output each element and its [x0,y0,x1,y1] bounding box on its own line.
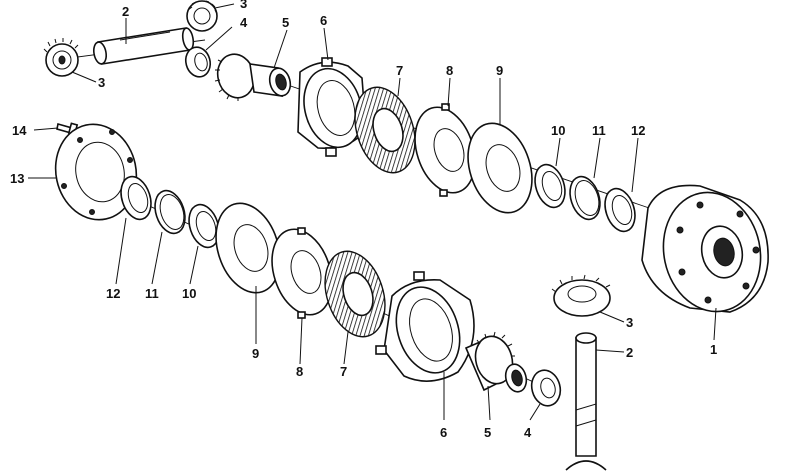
leader-lines [28,3,717,421]
callout-5-bottom: 5 [484,425,491,440]
callout-12-bottom: 12 [106,286,120,301]
ring-11-top [569,175,601,221]
callout-10-bottom: 10 [182,286,196,301]
callout-3-bottom: 3 [626,315,633,330]
ring-10-top [534,163,566,209]
callout-11-top: 11 [592,123,606,138]
callout-8-top: 8 [446,63,453,78]
pinion-shaft-bottom [565,332,607,471]
friction-disc-top [354,86,416,174]
callout-1: 1 [710,342,717,357]
side-gear-top [214,53,292,101]
pressure-ring-bottom [375,271,475,382]
bevel-gear-bottom [551,274,611,317]
ring-12-top [604,187,636,233]
callout-11-bottom: 11 [145,286,159,301]
ring-11-bottom [154,189,186,235]
ring-10-bottom [188,203,220,249]
housing-cover [54,123,138,221]
callout-2-top: 2 [122,4,129,19]
callout-12-top: 12 [631,123,645,138]
thrust-ring-top [184,46,212,78]
ring-12-bottom [120,175,152,221]
callout-13: 13 [10,171,24,186]
pinion-shaft-top [92,27,195,65]
callout-6-bottom: 6 [440,425,447,440]
thrust-washer-bottom [215,202,281,294]
callout-8-bottom: 8 [296,364,303,379]
pressure-ring-top [297,57,367,157]
callout-4-bottom: 4 [524,425,532,440]
callout-9-top: 9 [496,63,503,78]
callout-4-top: 4 [240,15,248,30]
side-gear-bottom [464,331,528,393]
callout-5-top: 5 [282,15,289,30]
callout-14: 14 [12,123,27,138]
callout-9-bottom: 9 [252,346,259,361]
callout-10-top: 10 [551,123,565,138]
bevel-gear-top-right [186,0,218,32]
thrust-ring-bottom [530,369,562,407]
bevel-gear-top-left [43,38,79,77]
thrust-washer-top [467,122,533,214]
friction-disc-bottom [324,250,386,338]
callout-7-bottom: 7 [340,364,347,379]
callout-7-top: 7 [396,63,403,78]
callout-3-top-left: 3 [98,75,105,90]
differential-housing [641,184,769,313]
callout-6-top: 6 [320,13,327,28]
callout-2-bottom: 2 [626,345,633,360]
callout-3-top-right: 3 [240,0,247,11]
